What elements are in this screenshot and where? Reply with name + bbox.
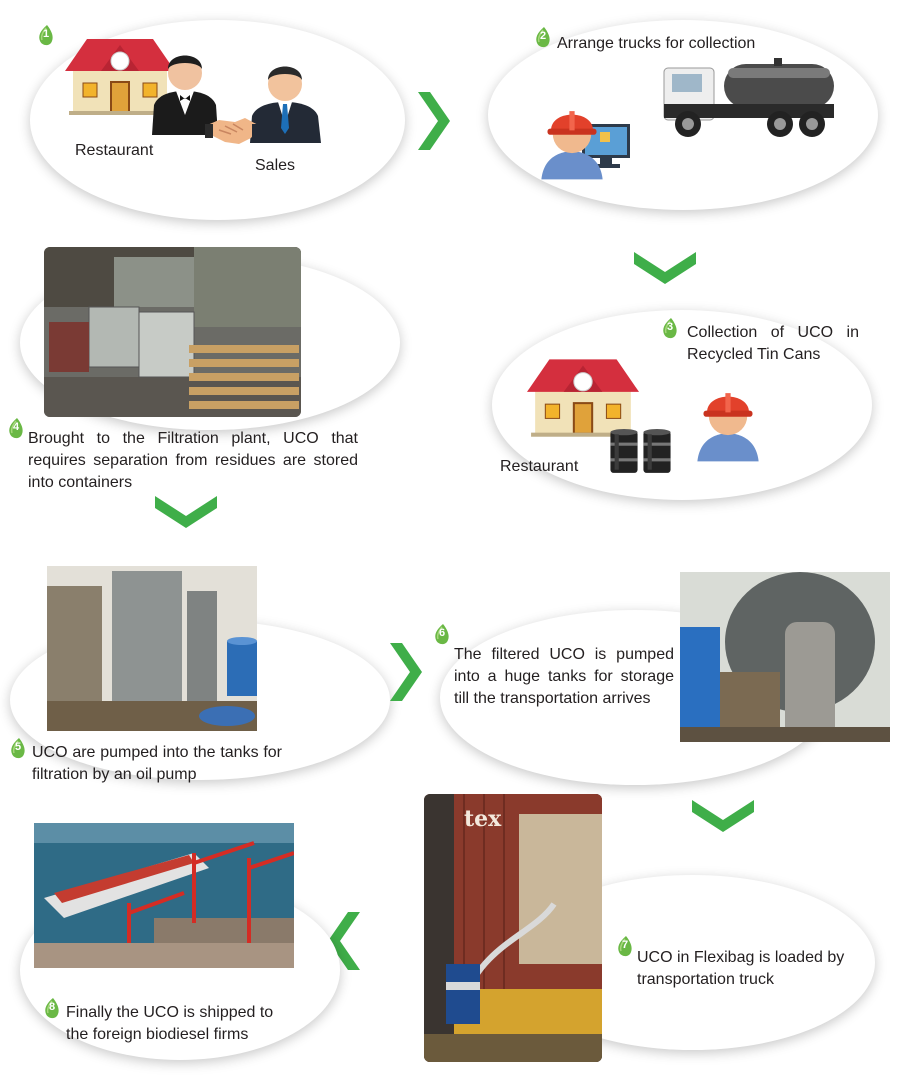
flexibag-truck-photo: tex (424, 794, 602, 1062)
step-2-number: 2 (540, 30, 547, 42)
chevron-right-icon (418, 92, 450, 150)
step-7-text: UCO in Flexibag is loaded by transportat… (637, 949, 845, 988)
storage-tank-photo (680, 572, 890, 742)
containers-photo (44, 247, 301, 417)
step-6-text: The filtered UCO is pumped into a huge t… (454, 646, 674, 707)
filtration-tanks-photo-art (47, 566, 257, 731)
step-3-text: Collection of UCO in Recycled Tin Cans (687, 322, 859, 366)
oil-barrel-icon (608, 428, 640, 476)
salesman-icon (250, 66, 321, 143)
filtration-tanks-photo (47, 566, 257, 731)
waiter-icon (152, 55, 218, 135)
step-3-text-line-2: Recycled Tin Cans (687, 346, 821, 363)
computer-icon (582, 124, 630, 168)
step-1-number: 1 (43, 28, 50, 40)
step-3-number: 3 (667, 321, 674, 333)
cargo-ship-photo-art (34, 823, 294, 968)
step-8-text: Finally the UCO is shipped to the foreig… (66, 1004, 274, 1043)
worker-icon (537, 100, 607, 180)
step-2-text: Arrange trucks for collection (557, 35, 756, 52)
restaurant-label-2: Restaurant (500, 458, 579, 475)
step-6-number: 6 (439, 627, 446, 639)
step-4-number: 4 (13, 421, 20, 433)
tanker-truck-icon (663, 58, 834, 137)
cargo-ship-photo (34, 823, 294, 968)
step-7-number: 7 (622, 939, 629, 951)
sales-label: Sales (255, 157, 296, 174)
chevron-down-icon (634, 252, 696, 284)
chevron-down-icon-2 (155, 496, 217, 528)
worker-icon-2 (693, 382, 763, 462)
chevron-down-icon-3 (692, 800, 754, 832)
step-4-text: Brought to the Filtration plant, UCO tha… (28, 430, 358, 491)
step-8-number: 8 (49, 1001, 56, 1013)
flexibag-truck-photo-art (424, 794, 602, 1062)
handshake-icon (205, 118, 260, 144)
containers-photo-art (44, 247, 301, 417)
container-brand-text: tex (464, 806, 502, 832)
chevron-right-icon-2 (390, 643, 422, 701)
step-3-text-line-1: Collection of UCO in (687, 324, 859, 341)
step-5-text: UCO are pumped into the tanks for filtra… (32, 744, 282, 783)
step-5-number: 5 (15, 741, 22, 753)
chevron-left-icon (328, 912, 360, 970)
oil-barrel-icon-2 (641, 428, 673, 476)
restaurant-label: Restaurant (75, 142, 154, 159)
storage-tank-photo-art (680, 572, 890, 742)
